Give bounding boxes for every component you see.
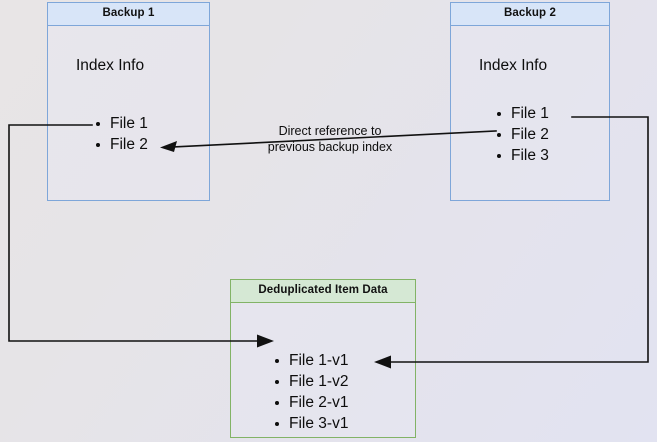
backup-1-header: Backup 1	[48, 3, 209, 26]
backup-2-file-list: File 1 File 2 File 3	[495, 103, 549, 166]
direct-reference-caption: Direct reference to previous backup inde…	[250, 124, 410, 155]
list-item: File 1	[495, 103, 549, 124]
backup-1-index-info-label: Index Info	[76, 57, 145, 74]
dedup-body: File 1-v1 File 1-v2 File 2-v1 File 3-v1	[231, 303, 415, 437]
backup-1-file-list: File 1 File 2	[94, 113, 148, 155]
list-item: File 1	[94, 113, 148, 134]
backup-2-index-info-label: Index Info	[479, 57, 548, 74]
direct-reference-caption-line2: previous backup index	[267, 139, 393, 154]
list-item: File 1-v1	[273, 350, 348, 371]
list-item: File 2	[94, 134, 148, 155]
backup-1-body: Index Info File 1 File 2	[48, 26, 209, 200]
backup-2-header: Backup 2	[451, 3, 609, 26]
backup-2-box[interactable]: Backup 2 Index Info File 1 File 2 File 3	[450, 2, 610, 201]
dedup-header: Deduplicated Item Data	[231, 280, 415, 303]
list-item: File 3-v1	[273, 413, 348, 434]
list-item: File 2-v1	[273, 392, 348, 413]
dedup-item-list: File 1-v1 File 1-v2 File 2-v1 File 3-v1	[273, 350, 348, 434]
list-item: File 2	[495, 124, 549, 145]
direct-reference-caption-line1: Direct reference to	[278, 124, 382, 138]
list-item: File 1-v2	[273, 371, 348, 392]
backup-2-body: Index Info File 1 File 2 File 3	[451, 26, 609, 200]
list-item: File 3	[495, 145, 549, 166]
backup-1-box[interactable]: Backup 1 Index Info File 1 File 2	[47, 2, 210, 201]
deduplicated-item-data-box[interactable]: Deduplicated Item Data File 1-v1 File 1-…	[230, 279, 416, 438]
